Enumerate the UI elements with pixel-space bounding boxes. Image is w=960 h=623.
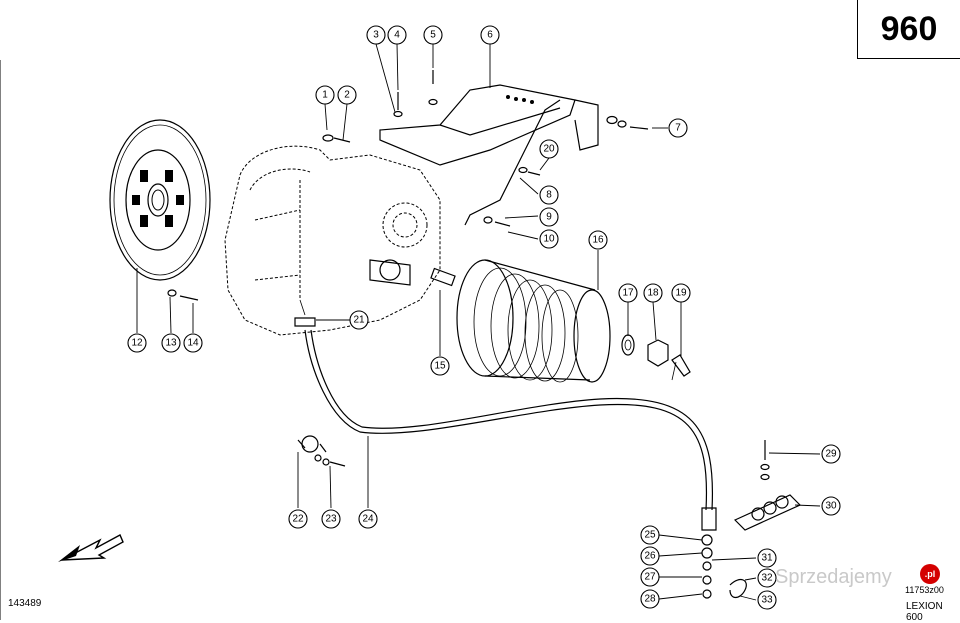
watermark-text: Sprzedajemy xyxy=(775,566,892,588)
svg-text:2: 2 xyxy=(344,90,350,101)
callout-17: 17 xyxy=(618,283,638,303)
washer-nut-pin xyxy=(621,334,691,381)
svg-text:21: 21 xyxy=(353,315,365,326)
svg-text:5: 5 xyxy=(430,30,436,41)
callout-30: 30 xyxy=(821,496,841,516)
svg-text:30: 30 xyxy=(825,501,837,512)
callout-16: 16 xyxy=(588,230,608,250)
callout-26: 26 xyxy=(640,546,660,566)
svg-text:31: 31 xyxy=(761,553,773,564)
callout-21: 21 xyxy=(349,310,369,330)
svg-text:10: 10 xyxy=(543,234,555,245)
direction-arrow xyxy=(58,534,124,562)
callouts: 1 2 3 4 5 6 7 8 9 10 12 13 14 15 16 17 1… xyxy=(127,25,841,610)
callout-15: 15 xyxy=(430,356,450,376)
callout-28: 28 xyxy=(640,589,660,609)
bellows-cover xyxy=(430,259,611,383)
hose xyxy=(304,329,717,531)
model-name: LEXION 600 xyxy=(906,601,943,623)
watermark-badge: .pl xyxy=(920,564,940,584)
svg-text:22: 22 xyxy=(292,514,304,525)
svg-text:17: 17 xyxy=(622,288,634,299)
callout-9: 9 xyxy=(539,207,559,227)
callout-19: 19 xyxy=(671,283,691,303)
svg-text:23: 23 xyxy=(325,514,337,525)
svg-text:15: 15 xyxy=(434,361,446,372)
gearbox-housing xyxy=(224,145,441,336)
callout-13: 13 xyxy=(161,333,181,353)
fittings xyxy=(297,435,747,599)
svg-text:28: 28 xyxy=(644,594,656,605)
callout-29: 29 xyxy=(821,444,841,464)
callout-31: 31 xyxy=(757,548,777,568)
callout-7: 7 xyxy=(668,118,688,138)
clutch-disc xyxy=(109,119,211,281)
callout-14: 14 xyxy=(183,333,203,353)
svg-text:3: 3 xyxy=(373,30,379,41)
bolts-and-washers xyxy=(167,70,802,531)
callout-3: 3 xyxy=(366,25,386,45)
svg-text:6: 6 xyxy=(487,30,493,41)
callout-25: 25 xyxy=(640,525,660,545)
callout-12: 12 xyxy=(127,333,147,353)
callout-1: 1 xyxy=(315,85,335,105)
svg-text:24: 24 xyxy=(362,514,374,525)
page-number-box: 960 xyxy=(857,0,960,59)
callout-2: 2 xyxy=(337,85,357,105)
callout-20: 20 xyxy=(539,139,559,159)
svg-text:19: 19 xyxy=(675,288,687,299)
callout-5: 5 xyxy=(423,25,443,45)
svg-text:18: 18 xyxy=(647,288,659,299)
svg-text:4: 4 xyxy=(394,30,400,41)
svg-text:29: 29 xyxy=(825,449,837,460)
callout-27: 27 xyxy=(640,567,660,587)
svg-text:9: 9 xyxy=(546,212,552,223)
bracket-assembly xyxy=(379,84,599,226)
callout-24: 24 xyxy=(358,509,378,529)
drawing-number: 143489 xyxy=(8,598,42,609)
callout-22: 22 xyxy=(288,509,308,529)
figure-reference: 11753z00 xyxy=(905,585,944,595)
page-number: 960 xyxy=(880,10,938,48)
callout-23: 23 xyxy=(321,509,341,529)
svg-text:1: 1 xyxy=(322,90,328,101)
svg-text:16: 16 xyxy=(592,235,604,246)
leader-lines xyxy=(136,43,821,601)
svg-text:27: 27 xyxy=(644,572,656,583)
svg-text:33: 33 xyxy=(761,595,773,606)
svg-text:13: 13 xyxy=(165,338,177,349)
callout-32: 32 xyxy=(757,568,777,588)
callout-18: 18 xyxy=(643,283,663,303)
svg-text:14: 14 xyxy=(187,338,199,349)
svg-text:12: 12 xyxy=(131,338,143,349)
svg-text:8: 8 xyxy=(546,190,552,201)
svg-text:20: 20 xyxy=(543,144,555,155)
callout-10: 10 xyxy=(539,229,559,249)
svg-text:7: 7 xyxy=(675,123,681,134)
svg-text:25: 25 xyxy=(644,530,656,541)
callout-8: 8 xyxy=(539,185,559,205)
svg-text:26: 26 xyxy=(644,551,656,562)
callout-4: 4 xyxy=(387,25,407,45)
callout-6: 6 xyxy=(480,25,500,45)
svg-text:32: 32 xyxy=(761,573,773,584)
callout-33: 33 xyxy=(757,590,777,610)
